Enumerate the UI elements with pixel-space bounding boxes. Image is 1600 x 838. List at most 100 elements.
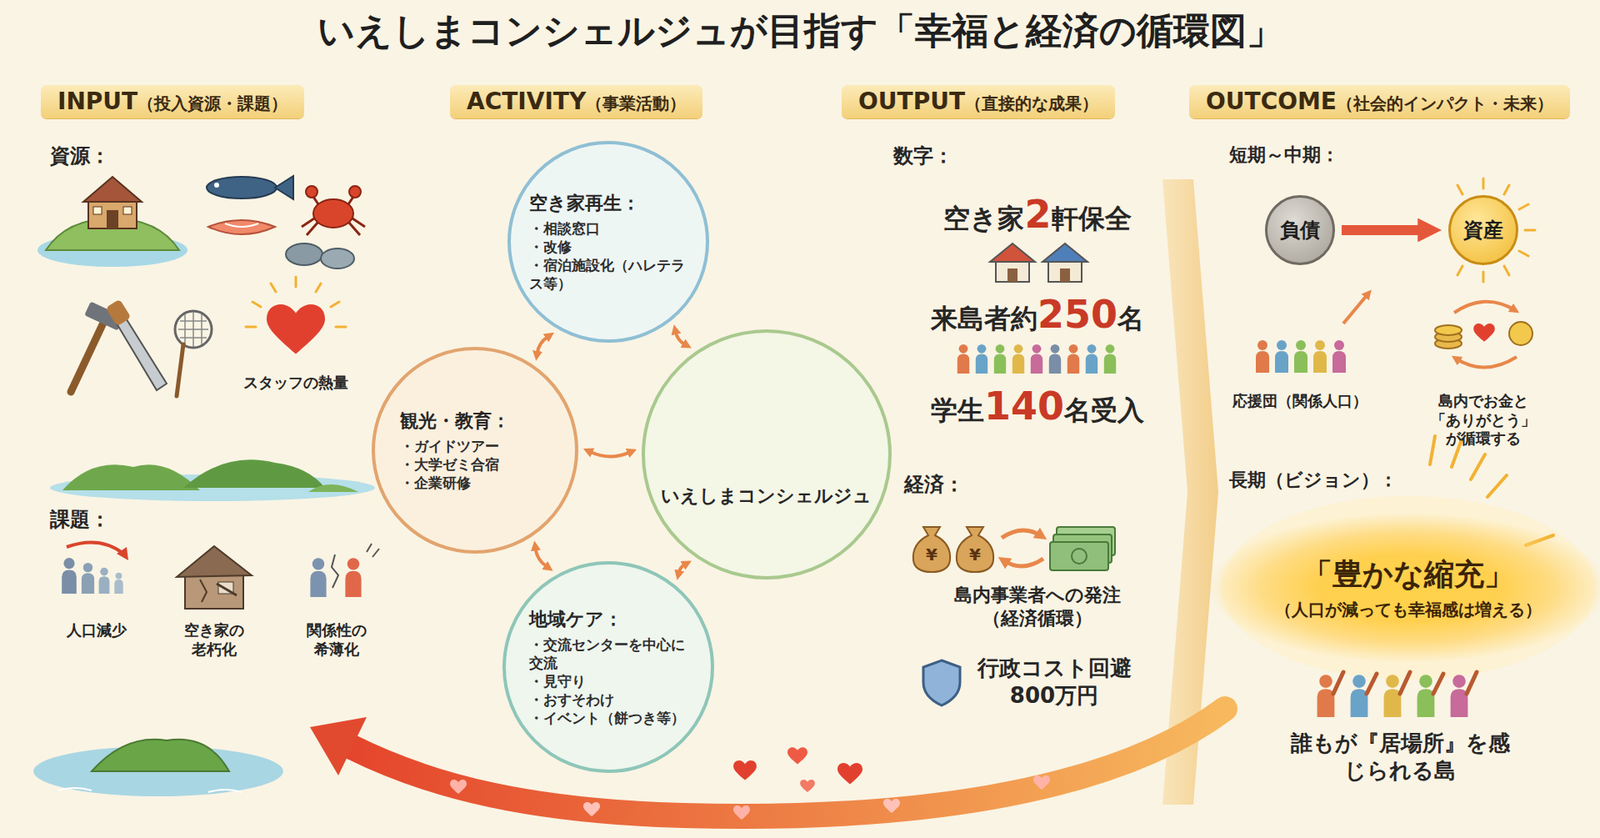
island-house-part bbox=[123, 206, 132, 215]
population-decline-icon-part bbox=[81, 562, 95, 594]
gratitude-cycle bbox=[1435, 301, 1533, 368]
text-part: 来島者約 bbox=[930, 302, 1038, 335]
node-content: 資産 bbox=[1463, 216, 1504, 244]
money-cycle-part bbox=[1003, 558, 1044, 566]
visitor-crowd-part bbox=[957, 344, 970, 374]
cycle-arrow bbox=[535, 548, 547, 566]
money-cycle-part bbox=[913, 526, 950, 572]
passion-heart-part bbox=[245, 276, 346, 327]
text-label: 学生140名受入 bbox=[930, 385, 1145, 428]
gratitude-cycle-part bbox=[1473, 323, 1495, 342]
money-cycle-part bbox=[1071, 548, 1087, 564]
tools-part bbox=[178, 311, 209, 347]
weak-ties-icon-part bbox=[345, 557, 361, 597]
node-text: （事業活動） bbox=[585, 93, 686, 114]
node-content: INPUT（投入資源・課題） bbox=[57, 96, 288, 113]
node-content: 地域ケア：・交流センターを中心に交流・見守り・おすそわけ・イベント（餅つき等） bbox=[529, 606, 688, 727]
node-text: 負債 bbox=[1280, 216, 1320, 244]
return-arrow-part bbox=[1033, 775, 1050, 790]
seafood-part bbox=[208, 220, 275, 235]
population-decline-icon-part bbox=[116, 546, 129, 560]
islands-part bbox=[308, 484, 359, 492]
node-text: ・改修 bbox=[529, 237, 688, 256]
text-part: 250 bbox=[1037, 291, 1118, 337]
bottom-island-part bbox=[91, 739, 230, 771]
node-content: 観光・教育：・ガイドツアー・大学ゼミ合宿・企業研修 bbox=[400, 408, 550, 492]
text-part: 学生 bbox=[930, 394, 985, 426]
old-house-icon bbox=[176, 545, 252, 609]
visitor-crowd-part bbox=[1085, 344, 1098, 374]
population-decline-icon-part bbox=[114, 572, 123, 594]
happy-people bbox=[1317, 671, 1477, 717]
gratitude-cycle-part bbox=[1454, 301, 1515, 313]
text-label: 空き家2軒保全 bbox=[943, 193, 1131, 236]
visitor-crowd-part bbox=[1067, 344, 1080, 374]
text-label: 課題： bbox=[50, 506, 110, 532]
happy-people-part bbox=[1450, 674, 1469, 717]
value-circle: 資産 bbox=[1448, 195, 1519, 265]
text-label: 行政コスト回避 800万円 bbox=[970, 654, 1138, 709]
seafood bbox=[206, 175, 365, 269]
text-part: 140 bbox=[984, 383, 1065, 429]
column-band: INPUT（投入資源・課題） bbox=[40, 85, 305, 119]
text-part: 空き家 bbox=[943, 202, 1025, 235]
old-house-icon-part bbox=[185, 573, 244, 609]
seafood-part bbox=[320, 248, 355, 269]
node-text: ・大学ゼミ合宿 bbox=[400, 455, 550, 474]
visitor-crowd-part bbox=[994, 344, 1006, 374]
money-cycle-part bbox=[1050, 541, 1109, 570]
supporters-icon bbox=[1255, 293, 1369, 373]
happy-people-part bbox=[1317, 674, 1335, 717]
node-content: 空き家再生：・相談窓口・改修・宿泊施設化（ハレテラス等） bbox=[529, 190, 688, 293]
population-decline-icon bbox=[61, 542, 129, 594]
island-house-part bbox=[83, 176, 142, 202]
happy-people-part bbox=[1350, 674, 1369, 717]
text-label: 経済： bbox=[904, 471, 965, 497]
node-content: OUTCOME（社会的インパクト・未来） bbox=[1205, 96, 1554, 113]
supporters-icon-part bbox=[1275, 340, 1289, 373]
return-arrow-part bbox=[837, 762, 863, 785]
return-arrow bbox=[310, 708, 1225, 820]
activity-circle: 空き家再生：・相談窓口・改修・宿泊施設化（ハレテラス等） bbox=[507, 140, 710, 343]
return-arrow-part bbox=[583, 801, 600, 816]
population-decline-icon-part bbox=[66, 542, 124, 554]
node-text: OUTCOME bbox=[1205, 87, 1337, 115]
tools-part bbox=[116, 316, 167, 390]
old-house-icon-part bbox=[176, 545, 252, 577]
node-content: 負債 bbox=[1280, 216, 1320, 244]
text-label: 資源： bbox=[50, 143, 110, 169]
seafood-part bbox=[206, 176, 277, 199]
activity-circle: 観光・教育：・ガイドツアー・大学ゼミ合宿・企業研修 bbox=[371, 346, 579, 554]
population-decline-icon-part bbox=[99, 567, 110, 594]
text-label: 誰もが『居場所』を感じられる島 bbox=[1287, 729, 1513, 784]
output-houses-part bbox=[995, 260, 1030, 282]
supporters-icon-part bbox=[1332, 340, 1346, 373]
output-houses bbox=[990, 243, 1088, 282]
text-label: ¥ bbox=[925, 544, 938, 565]
visitor-crowd-part bbox=[1030, 344, 1043, 374]
return-arrow-part bbox=[800, 779, 815, 792]
return-arrow-part bbox=[450, 779, 467, 794]
node-text: ・企業研修 bbox=[400, 473, 550, 492]
diagram-title: いえしまコンシェルジュが目指す「幸福と経済の循環図」 bbox=[0, 6, 1600, 56]
islands-part bbox=[62, 464, 200, 490]
seafood-part bbox=[275, 175, 294, 200]
node-text: ・相談窓口 bbox=[529, 219, 688, 238]
island-house-part bbox=[106, 210, 119, 229]
money-cycle-part bbox=[1001, 530, 1042, 538]
old-house-icon-part bbox=[200, 579, 207, 602]
island-house-part bbox=[93, 206, 102, 215]
output-houses-part bbox=[1042, 243, 1088, 262]
happy-people-part bbox=[1384, 674, 1402, 717]
cycle-arrow bbox=[590, 451, 630, 456]
text-label: 長期（ビジョン）： bbox=[1229, 468, 1398, 492]
activity-circle: 地域ケア：・交流センターを中心に交流・見守り・おすそわけ・イベント（餅つき等） bbox=[502, 560, 715, 773]
tools-part bbox=[176, 344, 184, 396]
cycle-arrow bbox=[675, 332, 685, 345]
text-part: 名受入 bbox=[1064, 394, 1145, 426]
return-arrow-part bbox=[350, 708, 1225, 816]
output-houses-part bbox=[1048, 260, 1082, 282]
island-house bbox=[37, 176, 188, 267]
column-band: ACTIVITY（事業活動） bbox=[450, 85, 703, 119]
